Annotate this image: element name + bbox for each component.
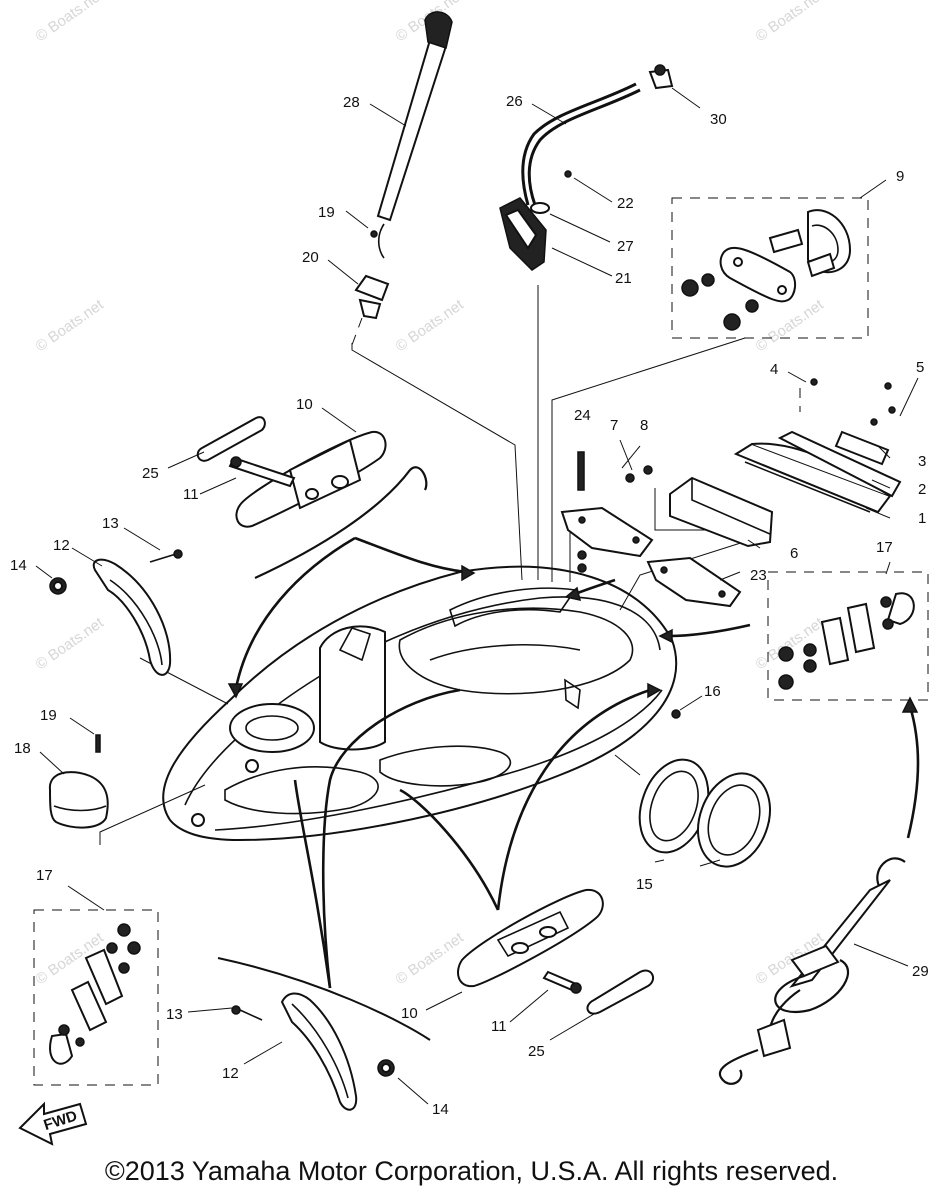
watermark: © Boats.net: [753, 0, 828, 45]
callout-23: 23: [750, 567, 767, 584]
watermark: © Boats.net: [33, 614, 108, 673]
callout-12-left: 12: [53, 537, 70, 554]
handle-assembly-bottom: [217, 957, 431, 1111]
fwd-arrow-icon: FWD: [18, 1101, 88, 1146]
callout-19-top: 19: [318, 204, 335, 221]
callout-12-bottom: 12: [222, 1065, 239, 1082]
callout-20: 20: [302, 249, 319, 266]
tie-bolt-group-17-right: [767, 571, 929, 701]
callout-18: 18: [14, 740, 31, 757]
trim-parts: [577, 378, 902, 548]
parts-diagram: © Boats.net © Boats.net © Boats.net © Bo…: [10, 0, 929, 1146]
callout-25-bottom: 25: [528, 1043, 545, 1060]
handle-assembly-left: [49, 549, 183, 676]
access-rings-15: [638, 709, 771, 868]
callout-7: 7: [610, 417, 618, 434]
cleat-assembly-top: [196, 416, 428, 579]
plug-18: [48, 734, 109, 829]
callout-19-bottom: 19: [40, 707, 57, 724]
callout-labels: 1 2 3 4 5 6 7 8 9 10 10 11 11 12 12 13 1…: [10, 93, 929, 1118]
watermark: © Boats.net: [753, 296, 828, 355]
callout-10-top: 10: [296, 396, 313, 413]
watermark: © Boats.net: [393, 296, 468, 355]
callout-14-left: 14: [10, 557, 27, 574]
callout-1: 1: [918, 510, 926, 527]
cleat-assembly-bottom: [457, 888, 655, 1015]
callout-16: 16: [704, 683, 721, 700]
callout-28: 28: [343, 94, 360, 111]
callout-29: 29: [912, 963, 929, 980]
callout-6: 6: [790, 545, 798, 562]
callout-leaders: [35, 87, 919, 1105]
copyright-notice: ©2013 Yamaha Motor Corporation, U.S.A. A…: [104, 1156, 839, 1186]
watermark: © Boats.net: [33, 296, 108, 355]
callout-10-bottom: 10: [401, 1005, 418, 1022]
callout-13-left: 13: [102, 515, 119, 532]
cable-grip-assembly: [499, 64, 674, 271]
assembly-arrows: [227, 536, 920, 989]
watermark: © Boats.net: [33, 0, 108, 45]
callout-14-bottom: 14: [432, 1101, 449, 1118]
antenna-pole-assembly: [351, 11, 453, 346]
callout-25-top: 25: [142, 465, 159, 482]
callout-4: 4: [770, 361, 778, 378]
callout-24: 24: [574, 407, 591, 424]
callout-11-top: 11: [183, 486, 199, 503]
watermark: © Boats.net: [393, 929, 468, 988]
callout-11-bottom: 11: [491, 1018, 507, 1035]
callout-26: 26: [506, 93, 523, 110]
callout-21: 21: [615, 270, 632, 287]
tie-bolt-group-9: [671, 197, 869, 339]
callout-17-left: 17: [36, 867, 53, 884]
callout-9: 9: [896, 168, 904, 185]
callout-3: 3: [918, 453, 926, 470]
tie-bolt-group-17-left: [33, 909, 159, 1086]
callout-17-right: 17: [876, 539, 893, 556]
callout-15: 15: [636, 876, 653, 893]
callout-30: 30: [710, 111, 727, 128]
tie-down-strap-29: [718, 857, 906, 1085]
callout-22: 22: [617, 195, 634, 212]
callout-2: 2: [918, 481, 926, 498]
callout-27: 27: [617, 238, 634, 255]
callout-13-bottom: 13: [166, 1006, 183, 1023]
callout-8: 8: [640, 417, 648, 434]
deck-hull: [162, 565, 678, 842]
pads-23: [560, 506, 742, 608]
callout-5: 5: [916, 359, 924, 376]
